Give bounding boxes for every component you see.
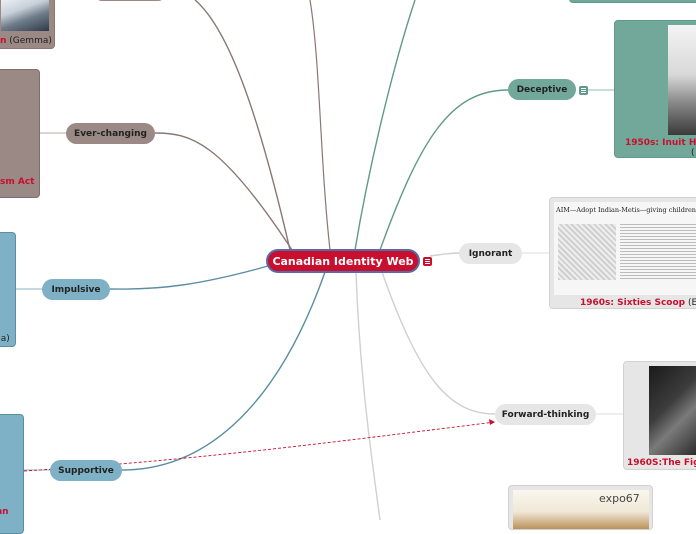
caption-ignorant-rest: (Ella) bbox=[687, 298, 696, 308]
card-expo[interactable]: expo67 bbox=[508, 485, 653, 530]
glacier-photo bbox=[1, 0, 49, 31]
card-ever-changing[interactable]: sm Act bbox=[0, 69, 40, 198]
caption-supportive-red: ian bbox=[0, 507, 9, 517]
caption-top-left-red: n bbox=[0, 36, 7, 46]
link-to-supportive bbox=[121, 271, 326, 471]
branch-forward-thinking[interactable]: Forward-thinking bbox=[495, 404, 596, 425]
caption-forward: 1960S:The Figh bbox=[627, 458, 696, 468]
expo-logo: expo67 bbox=[599, 492, 640, 505]
link-to-impulsive bbox=[109, 265, 269, 290]
link-to-top-center bbox=[309, 0, 331, 251]
link-to-bottom bbox=[355, 272, 381, 520]
clipping-photo-left bbox=[558, 224, 616, 280]
branch-ever-changing[interactable]: Ever-changing bbox=[66, 123, 155, 144]
caption-supportive: ian bbox=[0, 507, 9, 517]
branch-top-left-stub[interactable] bbox=[96, 0, 164, 1]
caption-deceptive-red: 1950s: Inuit Hig bbox=[625, 138, 696, 148]
relationship-arrowhead bbox=[489, 419, 495, 425]
caption-top-left: n (Gemma) bbox=[0, 36, 52, 46]
clipping-headline: AIM—Adopt Indian-Metis—giving children w… bbox=[556, 206, 696, 214]
newspaper-clipping: AIM—Adopt Indian-Metis—giving children w… bbox=[554, 202, 696, 295]
branch-impulsive[interactable]: Impulsive bbox=[42, 279, 110, 300]
note-icon[interactable] bbox=[423, 257, 432, 266]
card-top-left[interactable]: n (Gemma) bbox=[0, 0, 55, 49]
link-to-top-right bbox=[354, 0, 416, 251]
caption-impulsive-rest: na) bbox=[0, 334, 10, 344]
inuit-photo bbox=[668, 25, 696, 135]
caption-deceptive-rest: ( bbox=[691, 148, 695, 158]
card-supportive[interactable]: ian bbox=[0, 414, 24, 534]
card-top-right-stub[interactable] bbox=[569, 0, 696, 3]
link-to-forward-thinking bbox=[381, 271, 496, 415]
caption-deceptive: 1950s: Inuit Hig bbox=[625, 138, 696, 148]
caption-ever-changing: sm Act bbox=[0, 177, 34, 187]
card-forward-thinking[interactable]: 1960S:The Figh bbox=[623, 361, 696, 470]
link-to-ignorant bbox=[429, 252, 461, 257]
card-ignorant[interactable]: AIM—Adopt Indian-Metis—giving children w… bbox=[549, 197, 696, 309]
branch-deceptive[interactable]: Deceptive bbox=[508, 79, 576, 100]
link-to-deceptive bbox=[379, 89, 509, 251]
note-icon-deceptive[interactable] bbox=[579, 86, 588, 95]
card-impulsive[interactable]: na) bbox=[0, 232, 16, 347]
central-topic[interactable]: Canadian Identity Web bbox=[266, 249, 420, 273]
link-to-ever-changing bbox=[154, 132, 293, 251]
caption-ignorant-red: 1960s: Sixties Scoop bbox=[580, 298, 686, 308]
branch-supportive[interactable]: Supportive bbox=[50, 460, 122, 481]
protest-photo bbox=[649, 366, 696, 455]
card-deceptive[interactable]: 1950s: Inuit Hig ( bbox=[614, 20, 696, 158]
caption-top-left-rest: (Gemma) bbox=[6, 36, 52, 46]
clipping-text-columns bbox=[620, 224, 696, 280]
caption-impulsive: na) bbox=[0, 334, 10, 344]
expo-photo: expo67 bbox=[513, 490, 649, 529]
caption-deceptive-second-line: ( bbox=[691, 148, 695, 158]
link-to-top-left-branch bbox=[194, 0, 291, 251]
caption-ignorant: 1960s: Sixties Scoop (Ella) bbox=[580, 298, 696, 308]
branch-ignorant[interactable]: Ignorant bbox=[459, 243, 522, 264]
caption-ever-changing-red: sm Act bbox=[0, 177, 35, 187]
caption-forward-red: 1960S:The Figh bbox=[627, 458, 696, 468]
